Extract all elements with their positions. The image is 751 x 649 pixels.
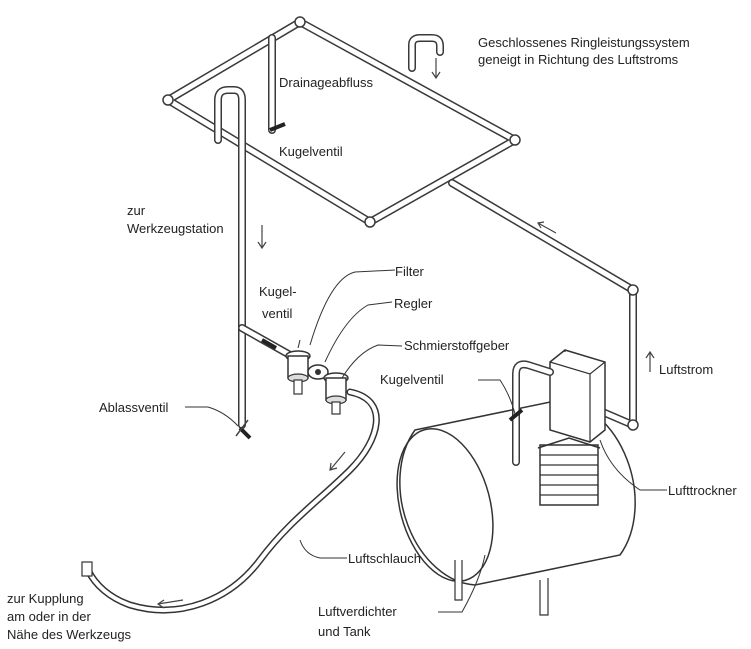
lubricator-label: Schmierstoffgeber	[404, 338, 510, 353]
regulator-label: Regler	[394, 296, 433, 311]
coupling-label-line2: am oder in der	[7, 609, 91, 624]
ball-valve-mid-label-line1: Kugel-	[259, 284, 297, 299]
compressor	[537, 437, 601, 506]
dryer-inlet-riser	[508, 360, 554, 466]
air-hose-label: Luftschlauch	[348, 551, 421, 566]
ring-main-pipe	[162, 16, 521, 228]
system-label-line1: Geschlossenes Ringleistungssystem	[478, 35, 690, 50]
hose-coupling	[81, 561, 93, 577]
ball-valve-right-label: Kugelventil	[380, 372, 444, 387]
air-dryer	[549, 349, 606, 443]
tool-station-drop	[214, 86, 267, 440]
drainage-label: Drainageabfluss	[279, 75, 373, 90]
compressor-label-line1: Luftverdichter	[318, 604, 397, 619]
air-dryer-label: Lufttrockner	[668, 483, 737, 498]
coupling-label-line1: zur Kupplung	[7, 591, 84, 606]
compressor-label-line2: und Tank	[318, 624, 371, 639]
frl-unit	[285, 350, 349, 415]
labels: Geschlossenes Ringleistungssystem geneig…	[7, 35, 737, 642]
supply-line	[448, 179, 655, 431]
ball-valve-top-label: Kugelventil	[279, 144, 343, 159]
tool-station-label-line1: zur	[127, 203, 146, 218]
gooseneck-right	[408, 34, 444, 80]
tool-station-label-line2: Werkzeugstation	[127, 221, 224, 236]
drain-valve-label: Ablassventil	[99, 400, 168, 415]
ball-valve-mid-label-line2: ventil	[262, 306, 292, 321]
airflow-label: Luftstrom	[659, 362, 713, 377]
system-label-line2: geneigt in Richtung des Luftstroms	[478, 52, 679, 67]
air-hose	[84, 388, 380, 614]
leader-lines	[185, 269, 667, 613]
frl-branch-pipe	[238, 324, 294, 359]
filter-label: Filter	[395, 264, 425, 279]
coupling-label-line3: Nähe des Werkzeugs	[7, 627, 132, 642]
drainage-drop	[268, 34, 286, 134]
